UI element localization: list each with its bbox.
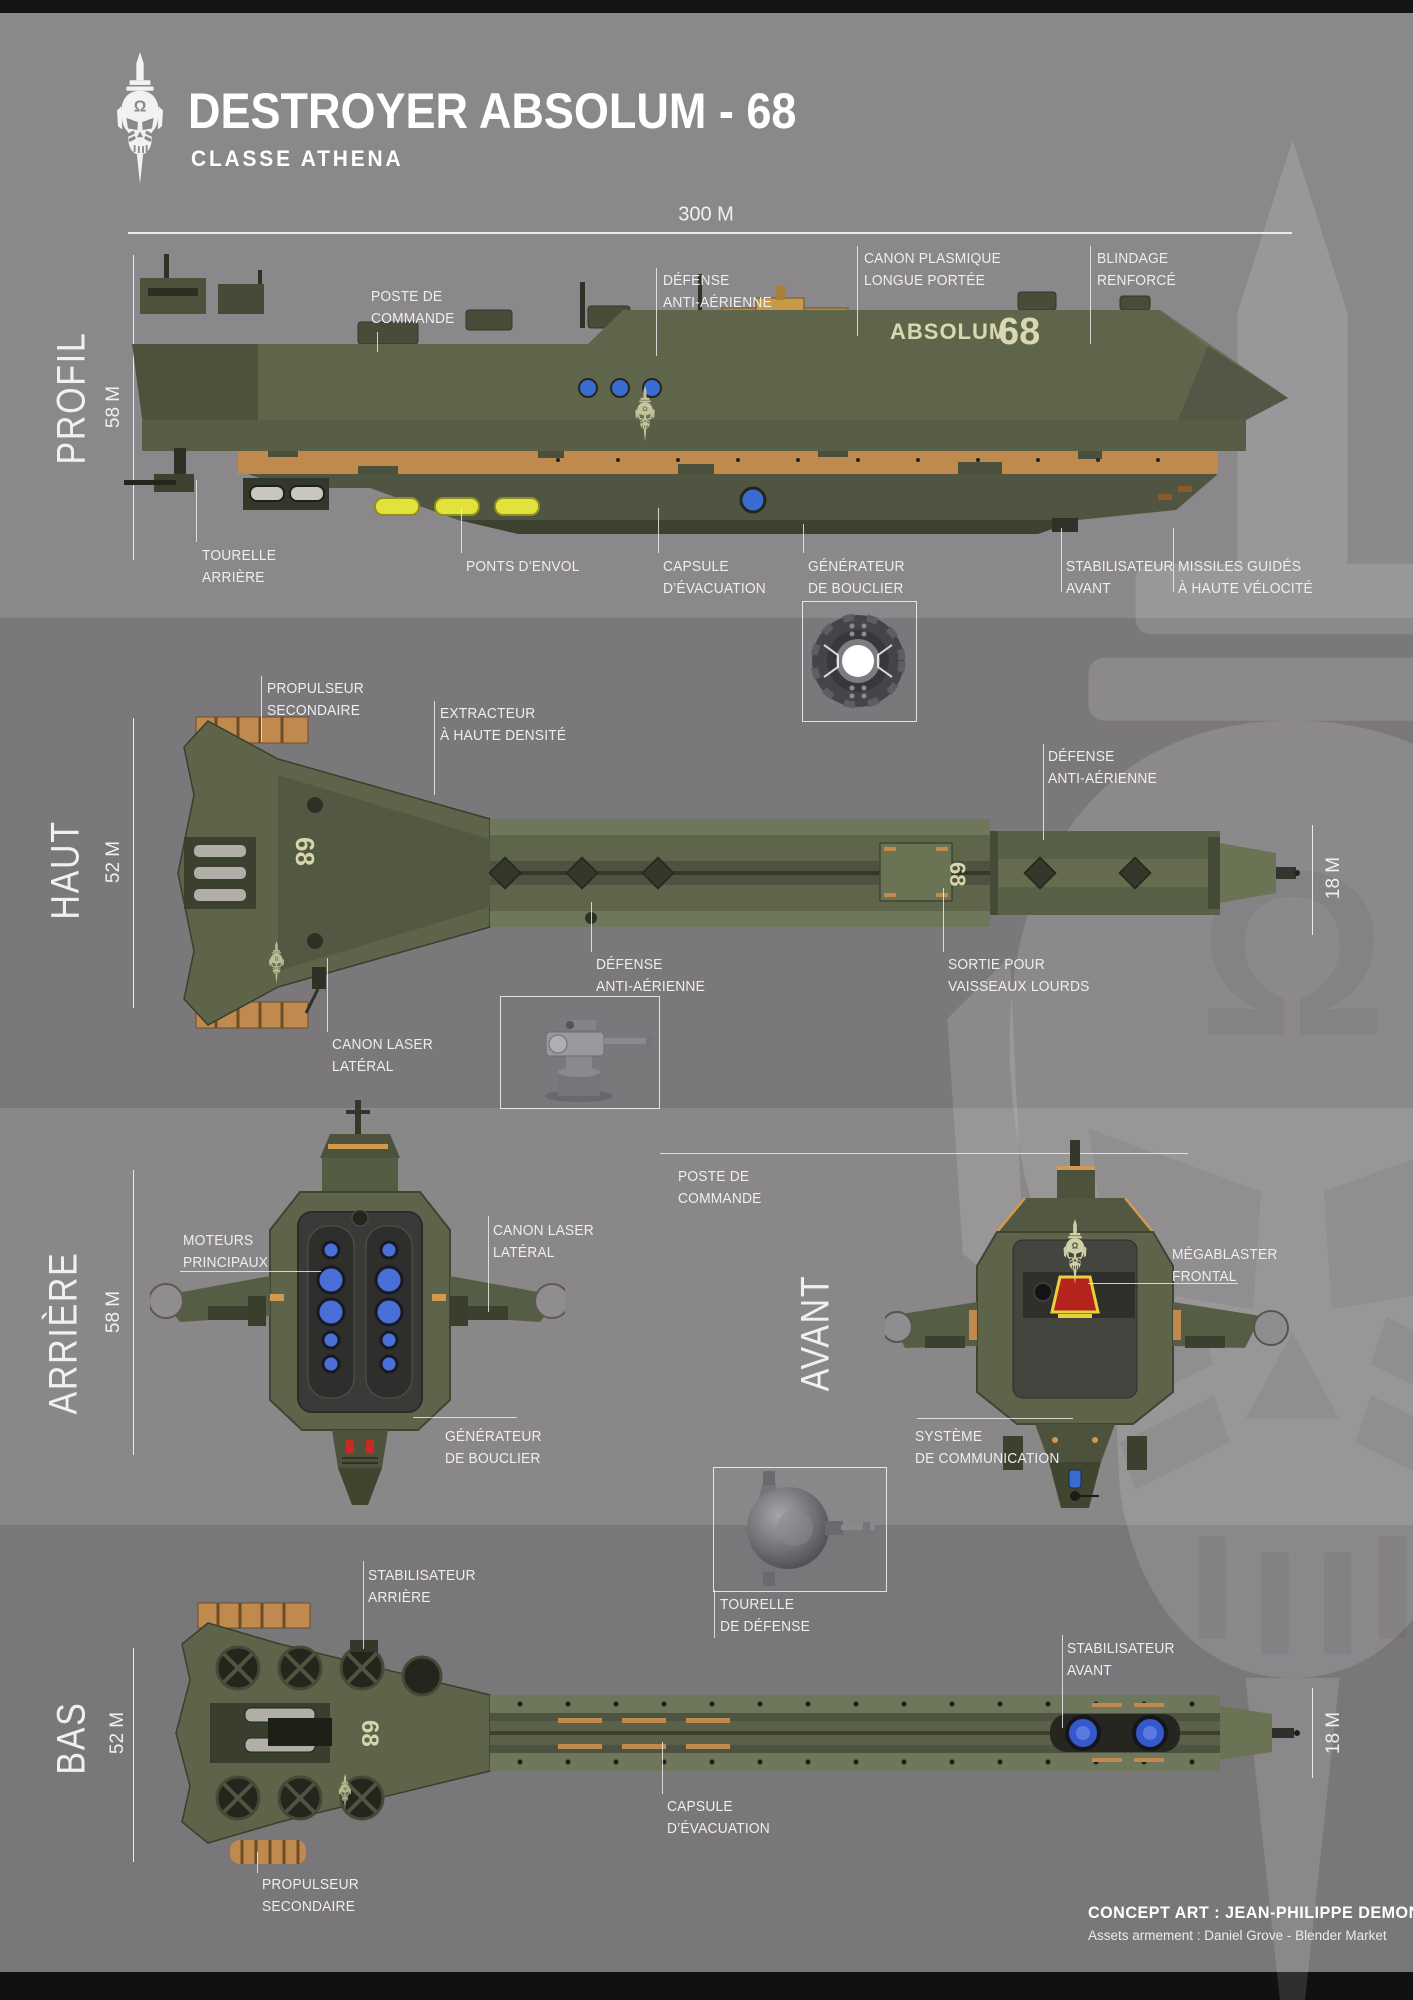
leader-blindage [1090, 246, 1091, 344]
aa-turret-render [545, 1020, 653, 1102]
callout-capsule-bas: CAPSULE D’ÉVACUATION [667, 1798, 770, 1837]
leader-systeme-comm [917, 1418, 1073, 1419]
section-label-profil: PROFIL [49, 331, 94, 465]
callout-canon-laser-haut: CANON LASER LATÉRAL [332, 1036, 433, 1075]
credit-assets: Assets armement : Daniel Grove - Blender… [1088, 1928, 1387, 1943]
dimension-300m: 300 M [678, 203, 734, 226]
leader-ponts-envol [461, 508, 462, 553]
svg-text:68: 68 [945, 862, 970, 886]
dimension-line-300m [128, 232, 1292, 234]
dimension-line-18m-bas [1312, 1688, 1313, 1778]
callout-stab-arriere: STABILISATEUR ARRIÈRE [368, 1567, 476, 1606]
dimension-18m-bas: 18 M [1323, 1711, 1344, 1755]
callout-systeme-comm: SYSTÈME DE COMMUNICATION [915, 1428, 1060, 1467]
callout-missiles: MISSILES GUIDÉS À HAUTE VÉLOCITÉ [1178, 558, 1313, 597]
callout-defense-aa-haut-bas: DÉFENSE ANTI-AÉRIENNE [596, 956, 705, 995]
callout-tourelle-defense: TOURELLE DE DÉFENSE [720, 1596, 811, 1635]
page-subtitle: CLASSE ATHENA [191, 146, 404, 171]
leader-tourelle-defense [714, 1590, 715, 1638]
leader-extracteur [434, 701, 435, 795]
callout-blindage: BLINDAGE RENFORCÉ [1097, 250, 1176, 289]
svg-text:68: 68 [356, 1720, 383, 1747]
callout-sortie-vaisseaux: SORTIE POUR VAISSEAUX LOURDS [948, 956, 1090, 995]
section-label-avant: AVANT [793, 1274, 838, 1392]
svg-text:68: 68 [290, 837, 320, 866]
callout-poste-arriere: POSTE DE COMMANDE [678, 1168, 762, 1207]
dimension-line-58m-profil [133, 255, 134, 560]
leader-defense-aa-haut-bas [591, 902, 592, 952]
bas-ship-render: 68 [175, 1602, 1300, 1864]
bottom-black-bar [0, 1972, 1413, 2000]
dimension-line-18m-haut [1312, 825, 1313, 935]
leader-poste-arriere [660, 1153, 1188, 1154]
profil-ship-render: ABSOLUM 68 [124, 254, 1288, 534]
callout-propulseur-bas: PROPULSEUR SECONDAIRE [262, 1876, 359, 1915]
svg-text:68: 68 [998, 311, 1040, 353]
leader-capsule-bas [662, 1742, 663, 1794]
svg-text:ABSOLUM: ABSOLUM [890, 319, 1008, 344]
callout-generateur-profil: GÉNÉRATEUR DE BOUCLIER [808, 558, 905, 597]
callout-canon-plasmique: CANON PLASMIQUE LONGUE PORTÉE [864, 250, 1001, 289]
page-title: DESTROYER ABSOLUM - 68 [188, 83, 797, 139]
callout-defense-aa-haut-droite: DÉFENSE ANTI-AÉRIENNE [1048, 748, 1157, 787]
leader-propulseur-bas [257, 1852, 258, 1873]
dimension-line-58m-arriere [133, 1170, 134, 1455]
callout-stab-avant-bas: STABILISATEUR AVANT [1067, 1640, 1175, 1679]
callout-ponts-envol: PONTS D’ENVOL [466, 558, 580, 575]
leader-tourelle-arriere [196, 480, 197, 542]
leader-propulseur-haut [261, 676, 262, 742]
leader-generateur-arriere [413, 1417, 517, 1418]
callout-defense-aa-profil: DÉFENSE ANTI-AÉRIENNE [663, 272, 772, 311]
section-label-haut: HAUT [43, 820, 88, 920]
leader-sortie-vaisseaux [943, 888, 944, 952]
callout-poste-commande: POSTE DE COMMANDE [371, 288, 455, 327]
shield-generator-inset [802, 601, 917, 722]
top-black-bar [0, 0, 1413, 13]
leader-canon-laser-haut [327, 958, 328, 1032]
dimension-52m-bas: 52 M [107, 1711, 128, 1755]
callout-megablaster: MÉGABLASTER FRONTAL [1172, 1246, 1278, 1285]
dimension-58m-arriere: 58 M [103, 1290, 124, 1334]
leader-megablaster [1088, 1283, 1238, 1284]
section-label-bas: BAS [49, 1701, 94, 1775]
leader-canon-laser-arriere [488, 1216, 489, 1312]
arriere-ship-render [150, 1100, 565, 1505]
credit-concept-art: CONCEPT ART : JEAN-PHILIPPE DEMONTY [1088, 1903, 1413, 1922]
section-label-arriere: ARRIÈRE [41, 1251, 86, 1415]
haut-ship-render: 68 68 [177, 716, 1300, 1029]
callout-tourelle-arriere: TOURELLE ARRIÈRE [202, 547, 277, 586]
defense-turret-render [747, 1471, 875, 1586]
callout-stabilisateur-profil: STABILISATEUR AVANT [1066, 558, 1174, 597]
dimension-52m-haut: 52 M [103, 840, 124, 884]
leader-canon-plasmique [857, 246, 858, 336]
dimension-line-52m-haut [133, 718, 134, 1008]
dimension-line-52m-bas [133, 1648, 134, 1862]
leader-capsule-profil [658, 508, 659, 553]
leader-moteurs [180, 1271, 321, 1272]
leader-defense-aa-profil [656, 268, 657, 356]
skull-sword-logo-icon [106, 52, 174, 188]
leader-poste-commande [377, 332, 378, 352]
callout-extracteur: EXTRACTEUR À HAUTE DENSITÉ [440, 705, 567, 744]
leader-stab-avant-bas [1062, 1635, 1063, 1728]
leader-defense-aa-haut-droite [1043, 744, 1044, 840]
aa-turret-inset [500, 996, 660, 1109]
leader-generateur-profil [803, 524, 804, 553]
leader-stabilisateur-profil [1061, 528, 1062, 592]
callout-capsule-profil: CAPSULE D’ÉVACUATION [663, 558, 766, 597]
shield-generator-render [810, 613, 906, 709]
leader-missiles [1173, 528, 1174, 592]
defense-turret-inset [713, 1467, 887, 1592]
leader-stab-arriere [363, 1561, 364, 1649]
dimension-18m-haut: 18 M [1323, 856, 1344, 900]
avant-ship-render [885, 1140, 1289, 1508]
callout-generateur-arriere: GÉNÉRATEUR DE BOUCLIER [445, 1428, 542, 1467]
callout-propulseur-haut: PROPULSEUR SECONDAIRE [267, 680, 364, 719]
callout-canon-laser-arriere: CANON LASER LATÉRAL [493, 1222, 594, 1261]
callout-moteurs: MOTEURS PRINCIPAUX [183, 1232, 269, 1271]
